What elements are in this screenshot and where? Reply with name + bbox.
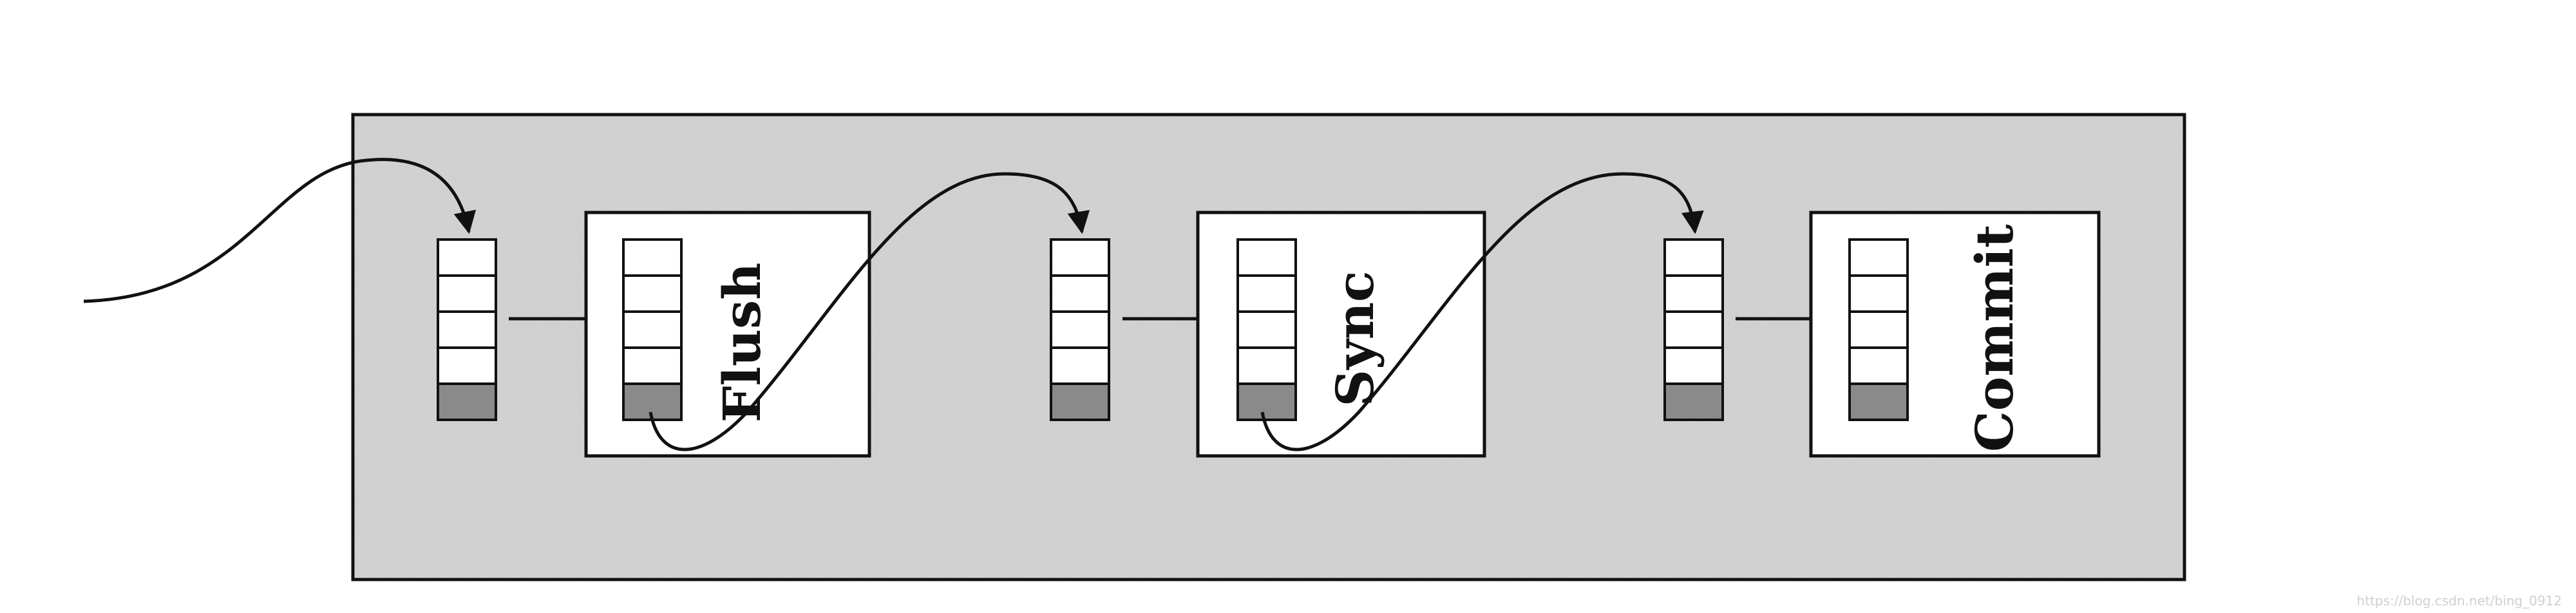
queue-slot-filled — [437, 382, 497, 421]
queue-slot — [622, 274, 683, 313]
stage-label-sync: Sync — [1325, 270, 1385, 406]
queue-slot — [437, 238, 497, 277]
queue-slot — [1236, 274, 1297, 313]
sync-to-queue-3-arrow — [1260, 172, 1704, 451]
queue-slot — [1663, 310, 1724, 349]
queue-slot — [622, 346, 683, 385]
queue-slot — [437, 274, 497, 313]
queue-slot — [437, 310, 497, 349]
queue-slot — [1848, 346, 1909, 385]
queue-slot — [622, 310, 683, 349]
watermark: https://blog.csdn.net/bing_0912 — [2357, 593, 2562, 608]
queue-slot-filled — [1848, 382, 1909, 421]
queue-slot — [1236, 310, 1297, 349]
queue-slot — [1848, 238, 1909, 277]
queue-slot — [1236, 238, 1297, 277]
queue-slot — [1050, 274, 1110, 313]
queue-slot — [1663, 346, 1724, 385]
queue-slot — [437, 346, 497, 385]
stage-label-flush: Flush — [712, 263, 772, 423]
flush-to-queue-2-arrow — [649, 172, 1090, 451]
queue-slot-filled — [1050, 382, 1110, 421]
queue-2 — [1050, 238, 1110, 421]
queue-slot-filled — [1236, 382, 1297, 421]
queue-slot — [1050, 346, 1110, 385]
queue-slot — [1848, 274, 1909, 313]
flush-inner-queue — [622, 238, 683, 421]
incoming-arrow — [83, 158, 476, 303]
queue-slot-filled — [1663, 382, 1724, 421]
queue-1 — [437, 238, 497, 421]
queue-slot — [1236, 346, 1297, 385]
queue-3 — [1663, 238, 1724, 421]
commit-inner-queue — [1848, 238, 1909, 421]
queue-slot — [1663, 238, 1724, 277]
queue-slot — [622, 238, 683, 277]
stage-label-commit: Commit — [1964, 224, 2025, 452]
queue-slot — [1050, 238, 1110, 277]
sync-inner-queue — [1236, 238, 1297, 421]
queue-slot — [1050, 310, 1110, 349]
queue-slot — [1663, 274, 1724, 313]
queue-slot — [1848, 310, 1909, 349]
